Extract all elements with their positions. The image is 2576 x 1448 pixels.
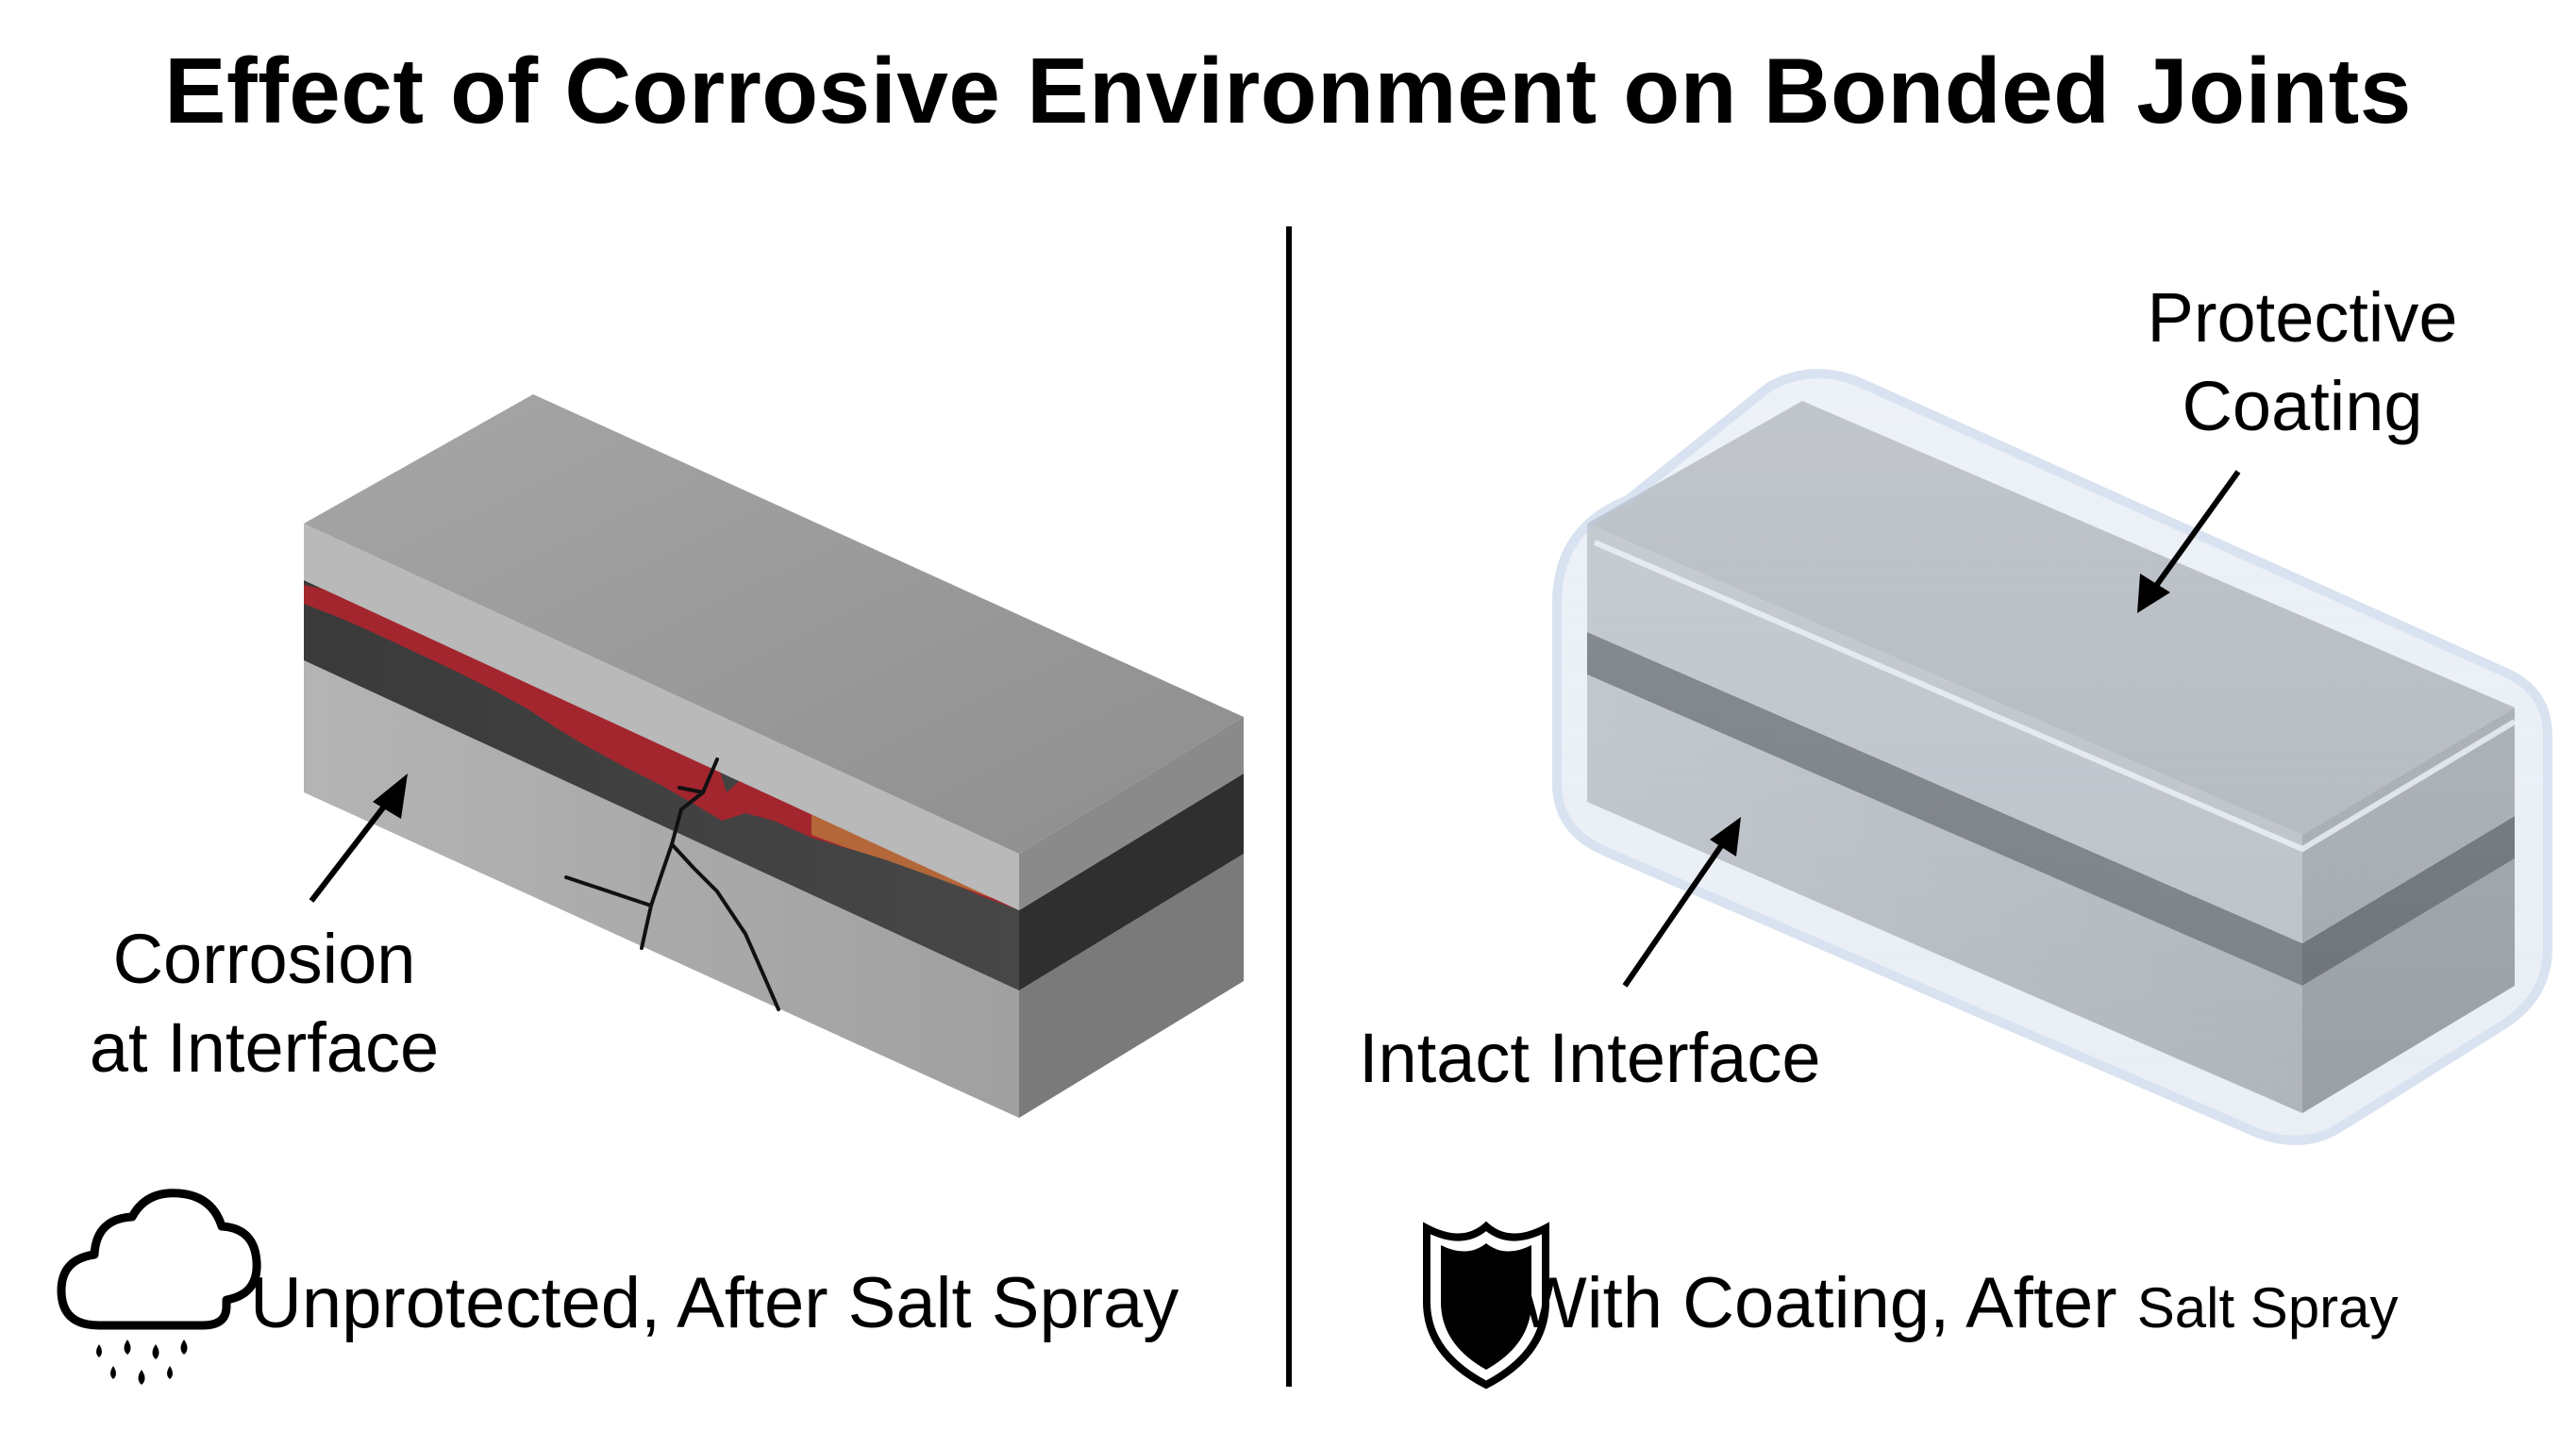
- coating-arrow: [2137, 470, 2241, 613]
- corrosion-callout-line2: at Interface: [89, 1008, 440, 1087]
- adhesive-layer-side: [1019, 774, 1244, 990]
- top-plate-side: [1019, 717, 1244, 910]
- interface-arrow: [1622, 817, 1741, 988]
- rain-cloud-icon: [57, 1189, 261, 1385]
- intact-interface-label: Intact Interface: [1359, 1019, 1821, 1097]
- bottom-substrate-side: [1019, 854, 1244, 1118]
- unprotected-joint-specimen: [304, 394, 1244, 1118]
- top-plate-top: [304, 394, 1244, 854]
- left-caption: Unprotected, After Salt Spray: [250, 1263, 1179, 1343]
- coated-joint-specimen: [1552, 369, 2552, 1145]
- right-caption-main: With Coating, After: [1519, 1263, 2117, 1343]
- right-caption: With Coating, After Salt Spray: [1519, 1262, 2399, 1344]
- crack: [564, 757, 780, 1011]
- corrosion-arrow: [309, 774, 408, 903]
- page-title: Effect of Corrosive Environment on Bonde…: [164, 39, 2412, 142]
- coating-callout-line2: Coating: [2182, 367, 2423, 445]
- coating-callout-line1: Protective: [2147, 278, 2458, 357]
- coating-callout: Protective Coating: [2095, 274, 2510, 451]
- corrosion-callout: Corrosion at Interface: [57, 915, 472, 1092]
- protective-coating-shell: [1552, 369, 2552, 1145]
- corrosion-callout-line1: Corrosion: [112, 920, 416, 998]
- shield-icon: [1423, 1221, 1549, 1390]
- top-plate-front: [304, 524, 1019, 910]
- right-caption-tail: Salt Spray: [2136, 1276, 2399, 1340]
- bottom-substrate-front: [304, 660, 1019, 1118]
